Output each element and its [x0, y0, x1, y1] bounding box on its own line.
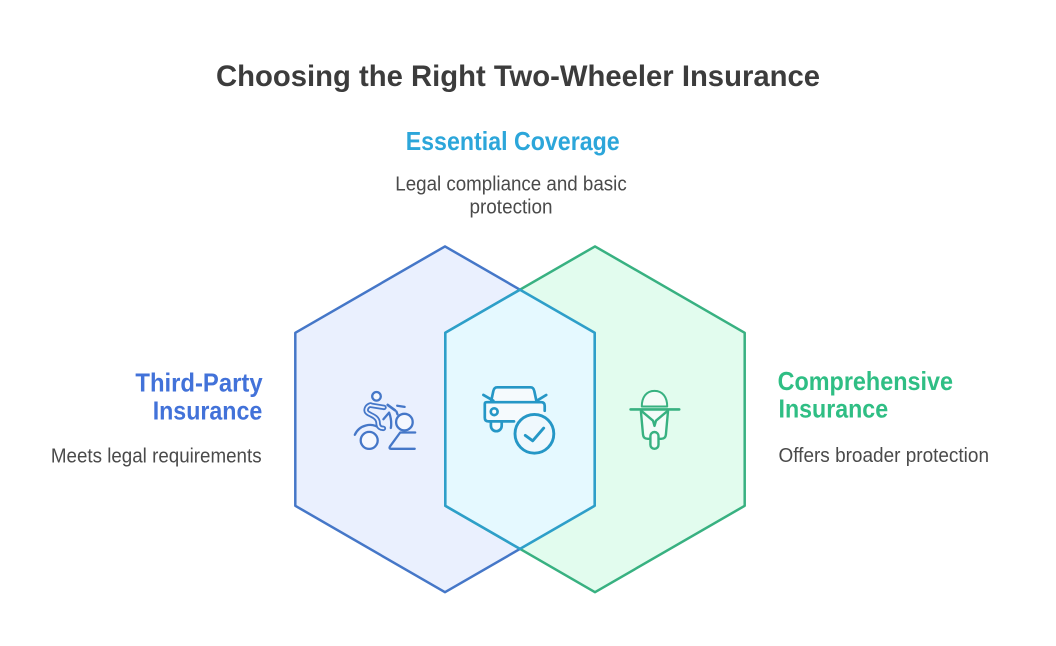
svg-text:Legal compliance and basic: Legal compliance and basic — [395, 174, 626, 196]
svg-text:Essential Coverage: Essential Coverage — [406, 126, 620, 156]
svg-text:Insurance: Insurance — [779, 393, 889, 423]
svg-text:Offers broader protection: Offers broader protection — [779, 445, 990, 467]
svg-text:Meets legal requirements: Meets legal requirements — [51, 446, 262, 468]
svg-text:Choosing the Right Two-Wheeler: Choosing the Right Two-Wheeler Insurance — [216, 60, 820, 93]
svg-text:protection: protection — [470, 197, 553, 219]
svg-text:Insurance: Insurance — [153, 395, 263, 425]
svg-text:Third-Party: Third-Party — [135, 368, 263, 398]
svg-text:Comprehensive: Comprehensive — [778, 366, 953, 396]
